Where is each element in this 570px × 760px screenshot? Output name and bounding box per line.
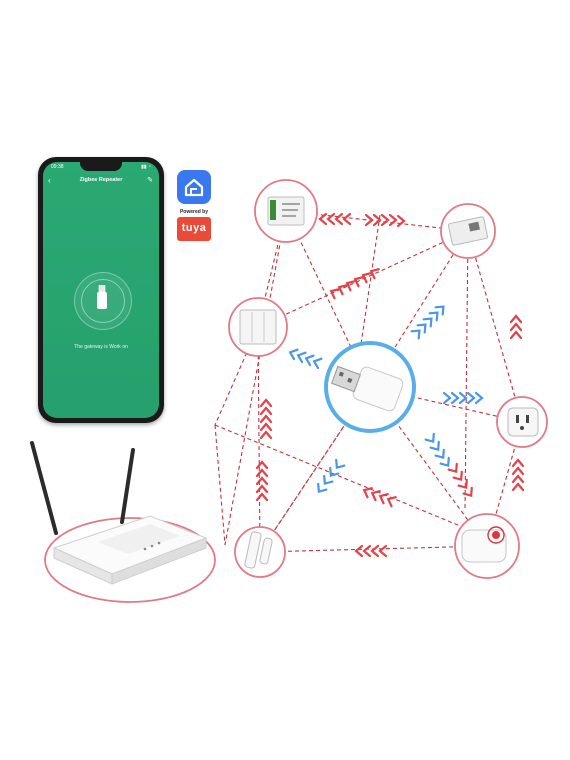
usb-stick-icon bbox=[97, 285, 107, 309]
node-wall-switch bbox=[228, 297, 288, 357]
device-ring-inner bbox=[81, 279, 125, 323]
phone-notch bbox=[80, 162, 122, 171]
smart-life-app-icon bbox=[177, 170, 211, 204]
router-node bbox=[30, 441, 216, 603]
tuya-logo: tuya bbox=[177, 217, 211, 241]
phone-screen: 09:38 ▮▮ ◔ ‹ Zigbee Repeater ✎ The gatew… bbox=[43, 162, 159, 418]
screen-title: Zigbee Repeater bbox=[79, 177, 123, 183]
powered-by-text: Powered by bbox=[179, 209, 209, 215]
back-icon[interactable]: ‹ bbox=[48, 176, 51, 185]
status-indicators: ▮▮ ◔ bbox=[141, 164, 151, 170]
node-switch-module bbox=[254, 179, 318, 243]
node-mini-switch bbox=[440, 203, 496, 259]
smartphone: 09:38 ▮▮ ◔ ‹ Zigbee Repeater ✎ The gatew… bbox=[38, 157, 164, 423]
screen-nav-bar: ‹ Zigbee Repeater ✎ bbox=[43, 176, 159, 188]
tuya-badge: Powered by tuya bbox=[172, 170, 216, 246]
house-icon bbox=[184, 178, 204, 197]
gateway-status-text: The gateway is Work on bbox=[74, 344, 128, 350]
node-smart-plug bbox=[496, 396, 548, 448]
status-time: 09:38 bbox=[51, 164, 64, 170]
edit-icon[interactable]: ✎ bbox=[147, 177, 153, 184]
node-usb-repeater bbox=[324, 341, 416, 433]
node-zigbee-hub bbox=[454, 513, 520, 579]
node-door-sensor bbox=[234, 526, 286, 578]
